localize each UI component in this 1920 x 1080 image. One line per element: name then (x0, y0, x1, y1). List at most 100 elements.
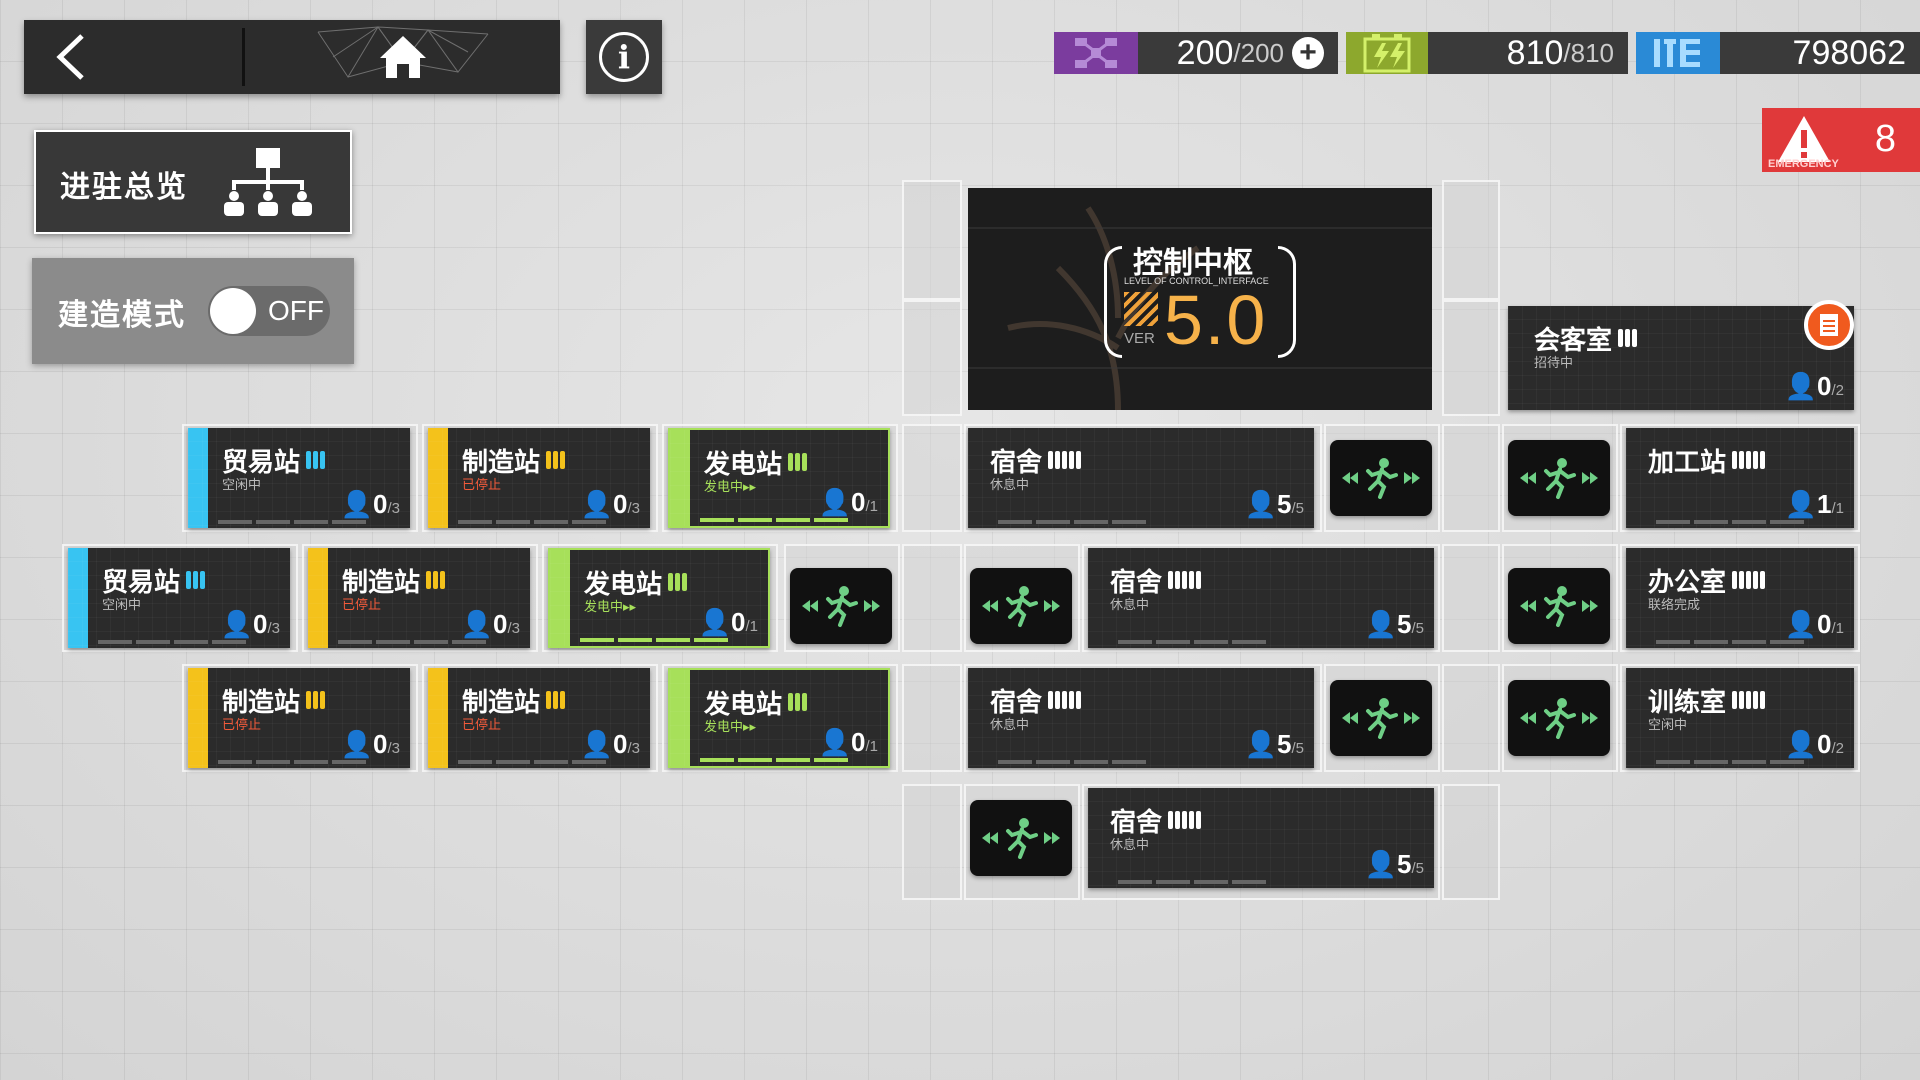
build-mode-toggle[interactable]: OFF (208, 286, 330, 336)
operator-icon: 👤 (818, 487, 852, 517)
room-status: 空闲中 (222, 478, 262, 493)
room-progress (218, 520, 366, 524)
add-drone-button[interactable]: + (1292, 36, 1324, 69)
operator-icon: 👤 (1784, 609, 1818, 639)
room-occupancy: 👤5/5 (1244, 489, 1304, 519)
room-status: 发电中▸▸ (704, 480, 757, 495)
warning-icon (1778, 116, 1830, 162)
clue-notification-icon[interactable] (1804, 300, 1854, 350)
room-occupancy: 👤0/2 (1784, 371, 1844, 401)
left-bracket (1104, 246, 1122, 358)
stairs-corridor[interactable] (1330, 440, 1432, 516)
room-status: 联络完成 (1648, 598, 1701, 613)
empty-slot (1442, 424, 1500, 532)
room-status: 已停止 (462, 478, 502, 493)
factory-room[interactable]: 制造站已停止👤0/3 (428, 428, 650, 528)
info-icon: i (599, 32, 649, 82)
room-room[interactable]: 宿舍休息中👤5/5 (1088, 548, 1434, 648)
room-occupancy: 👤0/2 (1784, 729, 1844, 759)
drone-counter[interactable]: 200/200 + (1054, 32, 1338, 74)
emergency-count: 8 (1874, 118, 1896, 160)
room-room[interactable]: 加工站 👤1/1 (1626, 428, 1854, 528)
room-level-icon (186, 566, 207, 596)
room-status: 招待中 (1534, 356, 1574, 371)
trade-room[interactable]: 贸易站空闲中👤0/3 (68, 548, 290, 648)
running-man-icon (1520, 586, 1598, 627)
room-status: 休息中 (990, 478, 1030, 493)
room-status: 已停止 (462, 718, 502, 733)
power-room[interactable]: 发电站发电中▸▸ 👤0/1 (548, 548, 770, 648)
operator-icon: 👤 (1364, 609, 1398, 639)
power-room[interactable]: 发电站发电中▸▸👤0/1 (668, 428, 890, 528)
stairs-corridor[interactable] (1508, 680, 1610, 756)
stairs-corridor[interactable] (790, 568, 892, 644)
room-room[interactable]: 宿舍休息中👤5/5 (968, 668, 1314, 768)
info-button[interactable]: i (586, 20, 662, 94)
empty-slot (1442, 784, 1500, 900)
trust-value: 798062 (1792, 33, 1906, 72)
room-level-icon (1168, 566, 1203, 596)
operator-icon: 👤 (220, 609, 254, 639)
top-nav-bar (24, 20, 560, 94)
empty-slot (902, 664, 962, 772)
room-level-icon (1048, 686, 1083, 716)
right-bracket (1278, 246, 1296, 358)
factory-room[interactable]: 制造站已停止👤0/3 (188, 668, 410, 768)
room-room[interactable]: 宿舍休息中👤5/5 (1088, 788, 1434, 888)
room-name: 宿舍 (990, 442, 1083, 479)
room-level-icon (1732, 686, 1767, 716)
reception-room[interactable]: 会客室 招待中 👤0/2 (1508, 306, 1854, 410)
room-room[interactable]: 训练室空闲中👤0/2 (1626, 668, 1854, 768)
room-progress (1118, 640, 1266, 644)
power-value: 810 (1506, 33, 1564, 72)
power-room[interactable]: 发电站发电中▸▸👤0/1 (668, 668, 890, 768)
chevron-left-icon (56, 34, 84, 80)
trade-room[interactable]: 贸易站空闲中👤0/3 (188, 428, 410, 528)
room-occupancy: 👤0/1 (698, 607, 758, 637)
stairs-corridor[interactable] (970, 800, 1072, 876)
stairs-corridor[interactable] (970, 568, 1072, 644)
room-name: 训练室 (1648, 682, 1767, 719)
stairs-corridor[interactable] (1508, 568, 1610, 644)
room-progress (218, 760, 366, 764)
room-occupancy: 👤1/1 (1784, 489, 1844, 519)
home-icon (317, 26, 489, 78)
room-level-icon (426, 566, 447, 596)
emergency-alert-button[interactable]: 8 EMERGENCY (1762, 108, 1920, 172)
empty-slot (1442, 544, 1500, 652)
room-status: 休息中 (1110, 598, 1150, 613)
room-status: 发电中▸▸ (584, 600, 637, 615)
room-name: 加工站 (1648, 442, 1767, 479)
empty-slot (1442, 180, 1500, 300)
room-level-icon (668, 568, 689, 598)
running-man-icon (982, 818, 1060, 859)
room-status: 休息中 (990, 718, 1030, 733)
emergency-label: EMERGENCY (1768, 158, 1839, 170)
stairs-corridor[interactable] (1508, 440, 1610, 516)
back-button[interactable] (24, 20, 242, 94)
room-status: 空闲中 (102, 598, 142, 613)
room-progress (700, 518, 848, 522)
room-name: 制造站 (462, 682, 567, 719)
station-overview-button[interactable]: 进驻总览 (34, 130, 352, 234)
drone-icon (1054, 32, 1138, 74)
factory-room[interactable]: 制造站已停止👤0/3 (308, 548, 530, 648)
running-man-icon (802, 586, 880, 627)
room-name: 办公室 (1648, 562, 1767, 599)
room-progress (998, 760, 1146, 764)
room-type-bar (188, 428, 208, 528)
factory-room[interactable]: 制造站已停止 👤0/3 (428, 668, 650, 768)
room-progress (1656, 520, 1804, 524)
room-name: 发电站 (584, 564, 689, 601)
operator-icon: 👤 (340, 729, 374, 759)
room-occupancy: 👤0/3 (580, 729, 640, 759)
home-button[interactable] (246, 20, 560, 94)
room-room[interactable]: 办公室联络完成👤0/1 (1626, 548, 1854, 648)
room-room[interactable]: 宿舍休息中 👤5/5 (968, 428, 1314, 528)
room-name: 发电站 (704, 444, 809, 481)
room-type-bar (68, 548, 88, 648)
room-progress (458, 760, 606, 764)
control-center-room[interactable]: 控制中枢 LEVEL OF CONTROL_INTERFACE VER 5.0 (968, 188, 1432, 410)
empty-slot (1442, 664, 1500, 772)
stairs-corridor[interactable] (1330, 680, 1432, 756)
